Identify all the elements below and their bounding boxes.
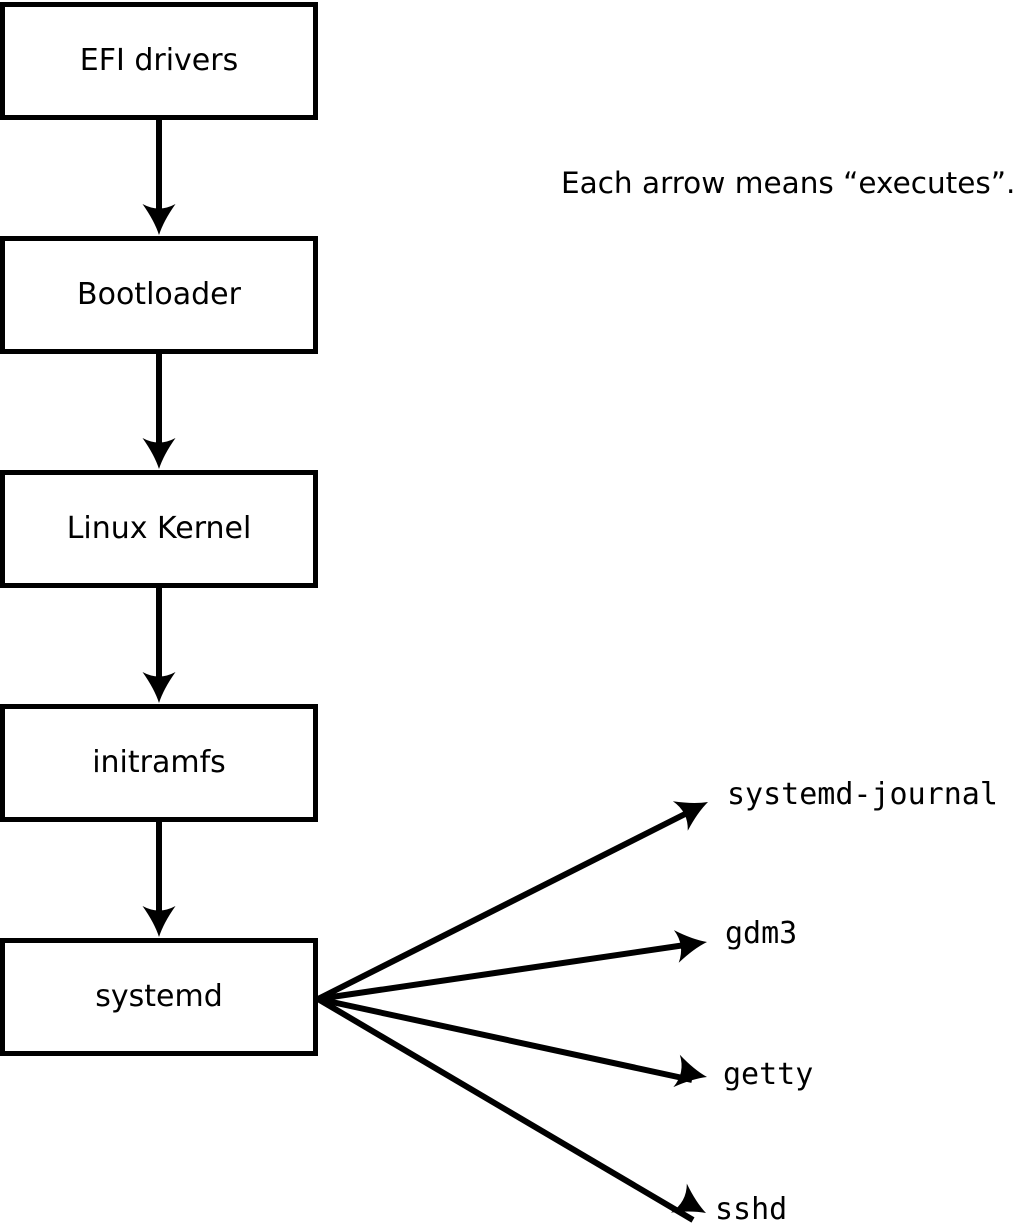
arrow-initramfs-to-systemd — [142, 822, 176, 937]
node-efi-drivers: EFI drivers — [0, 2, 318, 120]
arrow-systemd-to-getty — [317, 996, 707, 1088]
arrow-bootloader-to-kernel — [142, 354, 176, 469]
arrowhead-icon — [673, 930, 707, 963]
arrowhead-down-icon — [142, 204, 176, 235]
arrowhead-down-icon — [142, 672, 176, 703]
arrow-efi-to-bootloader — [142, 120, 176, 235]
node-initramfs: initramfs — [0, 704, 318, 822]
node-label: systemd — [95, 979, 223, 1014]
node-bootloader: Bootloader — [0, 236, 318, 354]
label-gdm3: gdm3 — [725, 916, 798, 951]
node-label: initramfs — [92, 745, 226, 780]
node-label: EFI drivers — [79, 43, 239, 78]
arrowhead-down-icon — [142, 906, 176, 937]
node-systemd: systemd — [0, 938, 318, 1056]
label-getty: getty — [723, 1057, 814, 1092]
label-sshd: sshd — [715, 1192, 788, 1227]
arrowhead-icon — [673, 1054, 707, 1088]
arrow-kernel-to-initramfs — [142, 588, 176, 703]
node-linux-kernel: Linux Kernel — [0, 470, 318, 588]
legend-caption: Each arrow means “executes”. — [561, 166, 1016, 200]
arrow-systemd-to-journal — [316, 801, 708, 1002]
arrowhead-icon — [670, 1183, 706, 1213]
arrow-systemd-to-gdm3 — [317, 930, 707, 1002]
arrow-systemd-to-sshd — [316, 996, 706, 1223]
arrowhead-down-icon — [142, 438, 176, 469]
label-systemd-journal: systemd-journal — [727, 777, 998, 812]
arrowhead-icon — [672, 801, 708, 831]
node-label: Bootloader — [77, 277, 241, 312]
node-label: Linux Kernel — [66, 511, 252, 546]
